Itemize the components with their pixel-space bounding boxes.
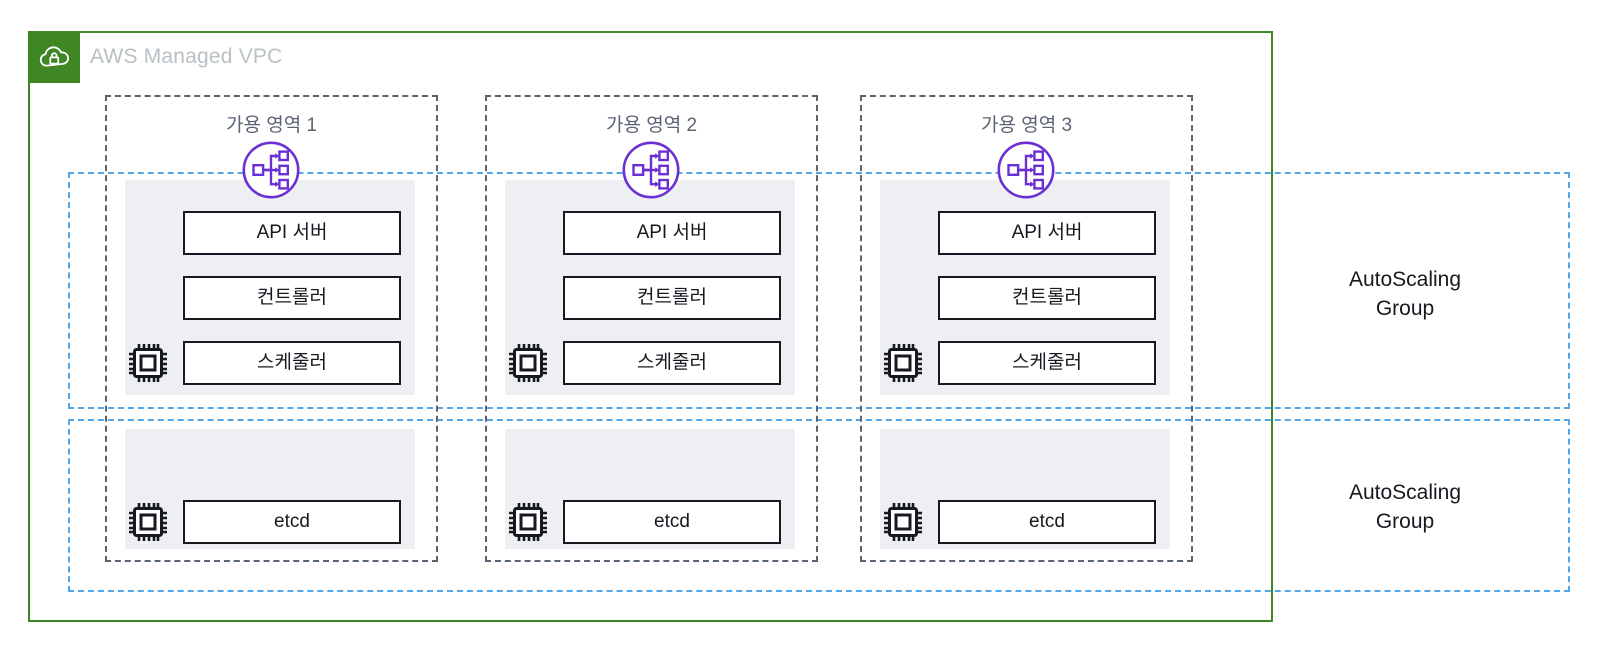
cpu-chip-icon	[126, 498, 170, 546]
cpu-chip-icon	[506, 339, 550, 387]
availability-zone-label-2: 가용 영역 2	[605, 115, 698, 136]
elastic-load-balancer-icon	[242, 141, 300, 199]
node-box-api-server-az2: API 서버	[563, 211, 781, 255]
vpc-boundary	[28, 31, 1273, 622]
availability-zone-label-3: 가용 영역 3	[980, 115, 1073, 136]
cpu-chip-icon	[126, 339, 170, 387]
node-box-controller-az2: 컨트롤러	[563, 276, 781, 320]
asg-label-line1: AutoScaling	[1348, 268, 1462, 291]
asg-label-line2: Group	[1375, 297, 1435, 320]
cpu-chip-icon	[881, 498, 925, 546]
asg-label-line1: AutoScaling	[1348, 481, 1462, 504]
node-box-scheduler-az3: 스케줄러	[938, 341, 1156, 385]
availability-zone-label-1: 가용 영역 1	[225, 115, 318, 136]
node-box-etcd-az3: etcd	[938, 500, 1156, 544]
autoscaling-group-box-bottom	[68, 419, 1570, 592]
autoscaling-group-box-top	[68, 172, 1570, 409]
elastic-load-balancer-icon	[622, 141, 680, 199]
availability-zone-box-1	[105, 95, 438, 562]
node-box-scheduler-az1: 스케줄러	[183, 341, 401, 385]
availability-zone-box-2	[485, 95, 818, 562]
node-box-etcd-az2: etcd	[563, 500, 781, 544]
node-box-api-server-az3: API 서버	[938, 211, 1156, 255]
vpc-title: AWS Managed VPC	[90, 45, 283, 68]
elastic-load-balancer-icon	[997, 141, 1055, 199]
node-box-controller-az1: 컨트롤러	[183, 276, 401, 320]
node-box-scheduler-az2: 스케줄러	[563, 341, 781, 385]
autoscaling-group-label-bottom: AutoScaling Group	[1280, 478, 1530, 536]
autoscaling-group-label-top: AutoScaling Group	[1280, 265, 1530, 323]
node-box-controller-az3: 컨트롤러	[938, 276, 1156, 320]
cpu-chip-icon	[506, 498, 550, 546]
asg-label-line2: Group	[1375, 510, 1435, 533]
vpc-cloud-lock-icon	[28, 31, 80, 83]
availability-zone-box-3	[860, 95, 1193, 562]
cpu-chip-icon	[881, 339, 925, 387]
node-box-api-server-az1: API 서버	[183, 211, 401, 255]
node-box-etcd-az1: etcd	[183, 500, 401, 544]
